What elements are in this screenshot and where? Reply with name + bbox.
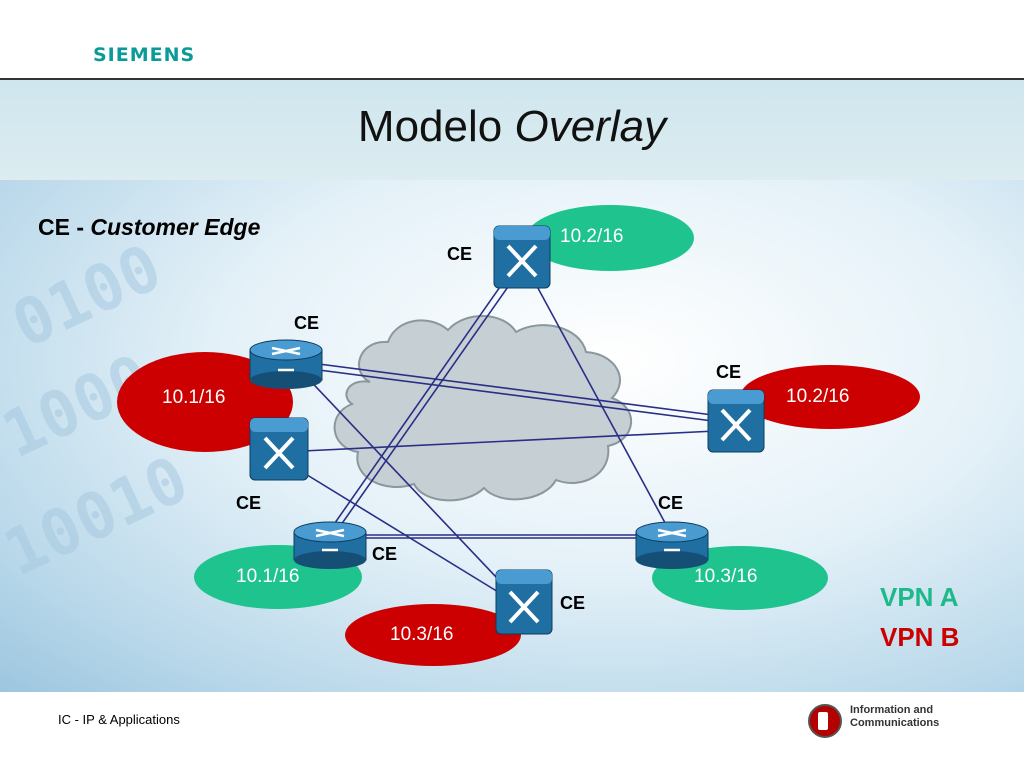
link	[329, 263, 517, 531]
legend-vpn-a: VPN A	[880, 582, 959, 612]
router-switch-bottom	[495, 569, 553, 635]
ce-label: CE	[294, 313, 320, 333]
link	[299, 369, 515, 597]
subnet-ellipse-vpn-b-left	[117, 352, 293, 452]
footer-right-line2: Communications	[850, 717, 940, 729]
link	[287, 359, 737, 419]
links	[281, 263, 737, 599]
link	[287, 365, 737, 425]
footer-right-line1: Information and	[850, 704, 934, 716]
ce-label: CE	[236, 493, 262, 513]
link	[281, 429, 737, 453]
ce-heading: CE - Customer Edge	[38, 214, 260, 241]
router-switch-left	[249, 417, 309, 481]
subnet-label: 10.1/16	[236, 566, 300, 587]
ce-label: CE	[372, 544, 398, 564]
router-cylinder-bottom-left	[293, 521, 367, 569]
ce-heading-italic: Customer Edge	[90, 214, 261, 240]
router-cylinder-left	[249, 339, 323, 389]
ce-label: CE	[658, 493, 684, 513]
network-cloud	[333, 315, 632, 502]
ce-label: CE	[560, 593, 586, 613]
subnet-label: 10.2/16	[560, 226, 624, 247]
link	[525, 265, 671, 533]
subnet-label: 10.1/16	[162, 387, 226, 408]
router-switch-right	[707, 389, 765, 453]
ic-logo-icon	[808, 704, 842, 738]
link	[335, 263, 525, 533]
footer-right-text: Information and Communications	[850, 704, 939, 730]
ce-label: CE	[447, 244, 473, 264]
subnet-label: 10.3/16	[694, 566, 758, 587]
subnet-label: 10.2/16	[786, 386, 850, 407]
link	[285, 461, 509, 599]
ce-label: CE	[716, 362, 742, 382]
legend-vpn-b: VPN B	[880, 622, 960, 652]
title-italic: Overlay	[514, 102, 667, 151]
router-switch-top	[493, 225, 551, 289]
subnet-ellipse-vpn-b-right	[740, 365, 920, 429]
subnet-ellipse-vpn-a-top	[526, 205, 694, 271]
ce-heading-prefix: CE -	[38, 214, 84, 240]
footer-left-text: IC - IP & Applications	[58, 712, 180, 727]
page-title: Modelo Overlay	[0, 102, 1024, 152]
subnet-label: 10.3/16	[390, 624, 454, 645]
subnet-ellipse-vpn-b-bottom	[345, 604, 521, 666]
title-main: Modelo	[357, 102, 503, 151]
router-cylinder-bottom-right	[635, 521, 709, 569]
siemens-logo: SIEMENS	[93, 44, 196, 66]
